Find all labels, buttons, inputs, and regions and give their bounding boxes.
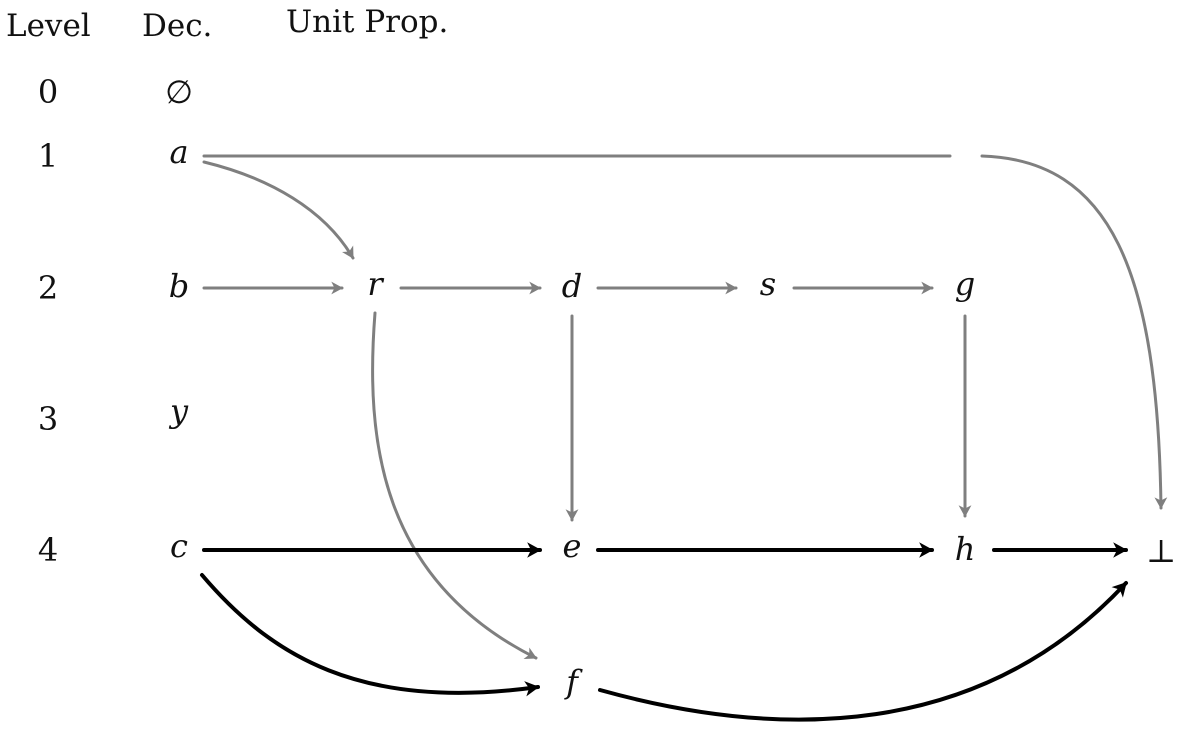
node-e: e <box>563 527 582 565</box>
node-bottom-conflict: ⊥ <box>1146 532 1176 570</box>
node-h: h <box>955 530 976 568</box>
header-unit-prop: Unit Prop. <box>286 4 448 40</box>
decision-empty-set: ∅ <box>165 73 193 111</box>
node-s: s <box>760 265 776 303</box>
node-b: b <box>169 267 189 305</box>
level-number-3: 3 <box>38 400 58 438</box>
node-y: y <box>168 392 189 430</box>
edge-a-r <box>202 160 355 260</box>
node-c: c <box>170 527 188 565</box>
edge-a-bottom-curve <box>980 154 1168 510</box>
node-a: a <box>169 133 188 171</box>
node-r: r <box>367 265 384 303</box>
edge-f-bottom <box>598 581 1128 722</box>
node-d: d <box>562 267 582 305</box>
header-decision: Dec. <box>142 8 212 44</box>
edge-r-f <box>371 311 538 660</box>
level-number-2: 2 <box>38 269 58 307</box>
node-g: g <box>955 265 975 303</box>
level-number-1: 1 <box>38 137 58 175</box>
node-f: f <box>564 663 583 701</box>
level-number-4: 4 <box>38 531 58 569</box>
edge-c-f <box>200 573 540 697</box>
level-number-0: 0 <box>38 73 58 111</box>
header-level: Level <box>6 8 91 44</box>
